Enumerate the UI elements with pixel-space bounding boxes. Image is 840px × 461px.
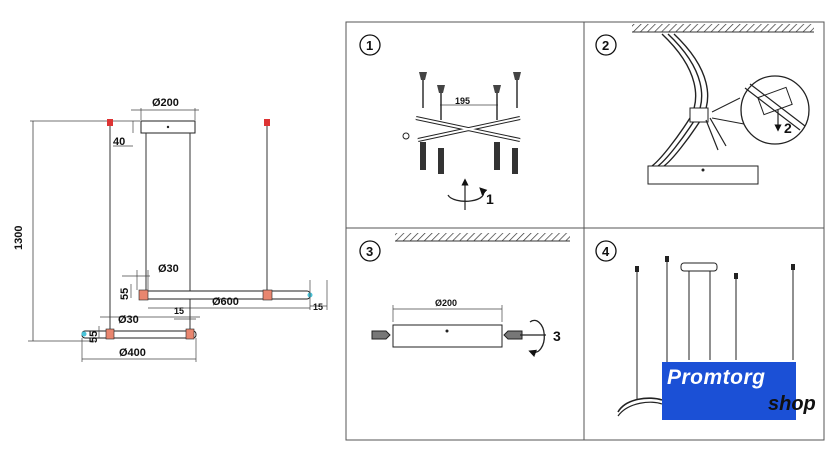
- canopy-diameter-label: Ø200: [152, 97, 179, 109]
- wire-anchor: [264, 119, 270, 126]
- step-2-panel: 2 2: [595, 24, 814, 185]
- step-number-badge: [359, 34, 381, 56]
- rotate-arrow-icon: [528, 319, 545, 358]
- upper-ring-tube-label: Ø30: [158, 263, 179, 275]
- rotate-arrow-icon: [447, 187, 488, 202]
- step-number-badge: [359, 240, 381, 262]
- step-1-label: 195: [455, 96, 470, 106]
- step-1-panel: 1 195 1: [359, 34, 521, 210]
- lower-ring-offset-label: 55: [88, 331, 100, 343]
- canopy: [680, 262, 718, 272]
- lower-ring-end-label: 15: [174, 306, 184, 316]
- canopy: [647, 165, 759, 185]
- step-3-label: Ø200: [435, 298, 457, 308]
- cable: [651, 33, 697, 167]
- step-number-badge: [595, 34, 617, 56]
- step-number-badge: [595, 240, 617, 262]
- upper-ring-offset-label: 55: [119, 288, 131, 300]
- dimension-drawing: Ø200 40 1300 15 Ø600 Ø30: [13, 97, 328, 362]
- promtorg-logo: [662, 362, 796, 420]
- total-height-label: 1300: [13, 226, 25, 250]
- lower-ring-diameter-label: Ø400: [119, 347, 146, 359]
- step-3-panel: 3 Ø200 3: [359, 233, 570, 358]
- screw-icon: [371, 330, 391, 340]
- canopy-height-label: 40: [113, 136, 125, 148]
- steps-grid: [345, 21, 825, 441]
- step-2-arrow-number: 2: [784, 120, 792, 136]
- upper-ring-end-label: 15: [313, 302, 323, 312]
- step-1-number: 1: [366, 38, 373, 53]
- step-4-number: 4: [602, 244, 610, 259]
- screw-icon: [419, 72, 521, 120]
- lower-ring-tube-label: Ø30: [118, 314, 139, 326]
- wire-anchor: [107, 119, 113, 126]
- step-3-arrow-number: 3: [553, 328, 561, 344]
- canopy: [392, 324, 503, 348]
- logo-name: Promtorg: [667, 366, 766, 389]
- screw-icon: [503, 330, 523, 340]
- logo-sub: shop: [768, 393, 816, 415]
- wall-plug-icon: [420, 142, 518, 174]
- upper-ring-diameter-label: Ø600: [212, 296, 239, 308]
- step-4-panel: 4: [595, 240, 795, 417]
- step-1-arrow-number: 1: [486, 191, 494, 207]
- step-2-number: 2: [602, 38, 609, 53]
- step-3-number: 3: [366, 244, 373, 259]
